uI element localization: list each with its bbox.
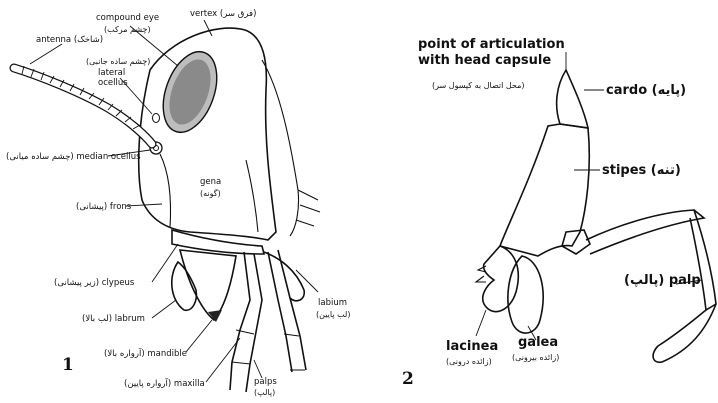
label-gena-en: gena	[200, 177, 221, 187]
label-mandible: (آرواره بالا) mandible	[104, 347, 187, 359]
label-vertex: vertex (فرق سر)	[190, 9, 256, 19]
maxilla-figure: point of articulation with head capsule …	[402, 37, 716, 389]
thorax-hatching	[296, 190, 320, 226]
label-labium-fa: (لب پایین)	[316, 310, 350, 319]
label-galea-en: galea	[518, 335, 558, 350]
label-galea-fa: (زائده بیرونی)	[512, 353, 559, 362]
label-articulation-fa: (محل اتصال به کپسول سر)	[432, 81, 525, 90]
label-palps-en: palps	[254, 377, 277, 387]
genal-suture	[246, 160, 258, 232]
maxilla-palps-shape	[230, 250, 306, 392]
label-labrum: (لب بالا) labrum	[82, 314, 145, 324]
label-lateral-ocellus-en-2: ocellus	[98, 78, 128, 88]
label-compound-eye-en: compound eye	[96, 13, 159, 23]
leader-labrum	[152, 300, 176, 318]
label-articulation-2: with head capsule	[418, 53, 551, 68]
label-stipes: stipes (تنه)	[602, 163, 681, 178]
label-lateral-ocellus-en-1: lateral	[98, 68, 125, 78]
label-labium-en: labium	[318, 298, 347, 308]
cardo-shape	[557, 70, 588, 128]
label-frons: (پیشانی) frons	[76, 202, 132, 212]
insect-head-figure: compound eye (چشم مرکب) vertex (فرق سر) …	[6, 9, 350, 397]
leader-maxilla	[206, 338, 240, 382]
lateral-ocellus-shape	[153, 114, 160, 123]
label-cardo: cardo (پایه)	[606, 83, 686, 98]
palp-segment-3	[653, 304, 716, 362]
label-median-ocellus: (چشم ساده میانی) median ocellus	[6, 152, 141, 162]
label-lacinea-en: lacinea	[446, 339, 498, 354]
leader-antenna	[30, 44, 62, 64]
label-compound-eye-fa: (چشم مرکب)	[104, 25, 151, 34]
figure-number-1: 1	[62, 355, 74, 375]
leader-mandible	[186, 320, 212, 352]
galea-shape	[508, 256, 543, 333]
label-clypeus: (زیر پیشانی) clypeus	[54, 278, 135, 288]
leader-vertex	[204, 20, 212, 36]
label-palp: (پالپ) palp	[624, 273, 701, 288]
leader-lacinea	[476, 310, 486, 336]
lacinea-shape	[483, 246, 519, 312]
label-articulation-1: point of articulation	[418, 37, 565, 52]
leader-palps	[254, 360, 262, 378]
figure-number-2: 2	[402, 369, 414, 389]
frontal-suture	[160, 154, 171, 228]
label-palps-fa: (پالپ)	[254, 388, 275, 397]
label-gena-fa: (گونه)	[200, 188, 221, 198]
palp-segment-2	[690, 210, 716, 310]
stipes-shape	[500, 124, 589, 256]
label-antenna: antenna (شاخک)	[36, 35, 103, 45]
label-maxilla: (آرواره پایین) maxilla	[124, 377, 205, 389]
antenna-shape	[14, 66, 152, 144]
label-lateral-ocellus-fa: (چشم ساده جانبی)	[86, 57, 150, 66]
palpifer-shape	[562, 230, 590, 254]
leader-clypeus	[152, 244, 178, 282]
label-lacinea-fa: (زائده درونی)	[446, 357, 492, 366]
palp-segment-1	[586, 210, 704, 254]
